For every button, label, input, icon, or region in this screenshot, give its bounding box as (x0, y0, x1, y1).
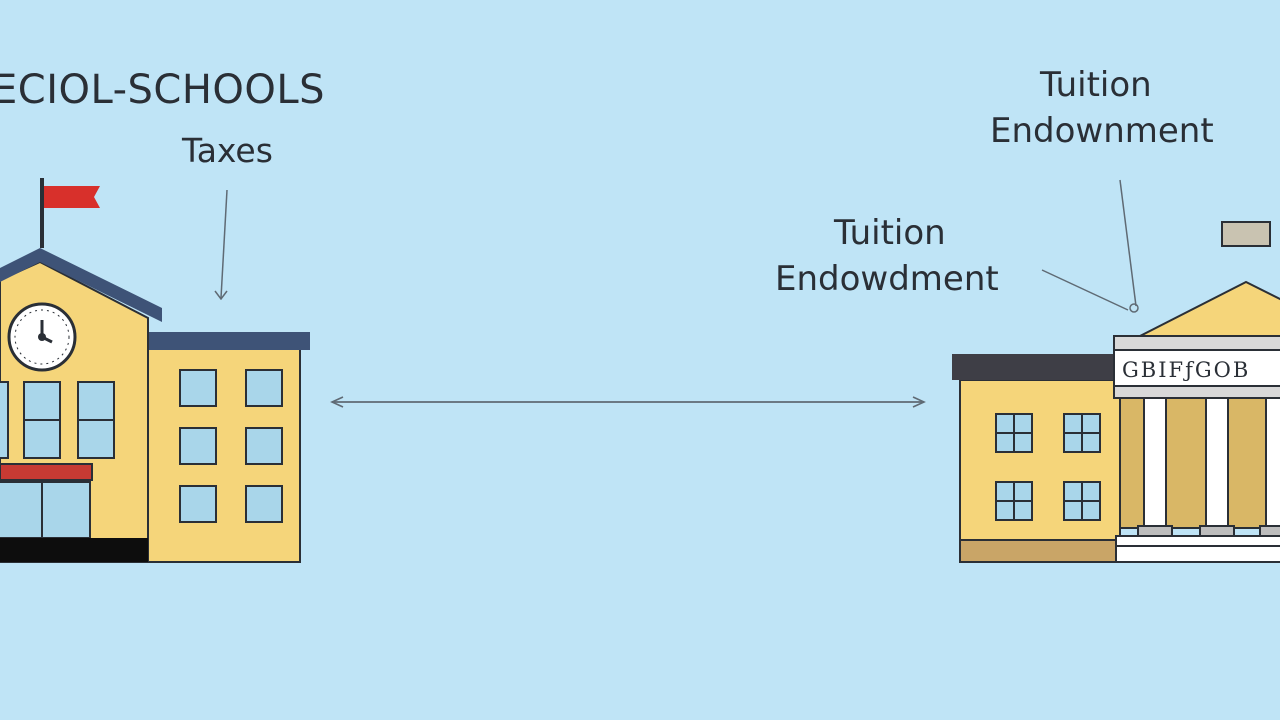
university-sign-text: GBIFƒGOB (1122, 358, 1250, 382)
endowment-label-middle: Endowdment (775, 259, 999, 299)
flag-icon (1221, 221, 1271, 247)
flag-icon (40, 178, 100, 248)
tuition-label-middle: Tuition (834, 213, 946, 253)
public-schools-title: ECIOL-SCHOOLS (0, 67, 326, 113)
taxes-arrow (221, 189, 228, 298)
tuition-middle-pointer (1041, 269, 1129, 311)
university-building-icon: GBIFƒGOB (952, 221, 1280, 563)
taxes-label: Taxes (182, 131, 273, 170)
endowment-label-top: Endownment (990, 111, 1214, 151)
tuition-label-top: Tuition (1040, 65, 1152, 105)
clock-icon (7, 302, 77, 372)
school-building-icon (0, 178, 310, 563)
pointer-target-dot (1129, 303, 1139, 313)
tuition-top-pointer (1119, 179, 1137, 307)
